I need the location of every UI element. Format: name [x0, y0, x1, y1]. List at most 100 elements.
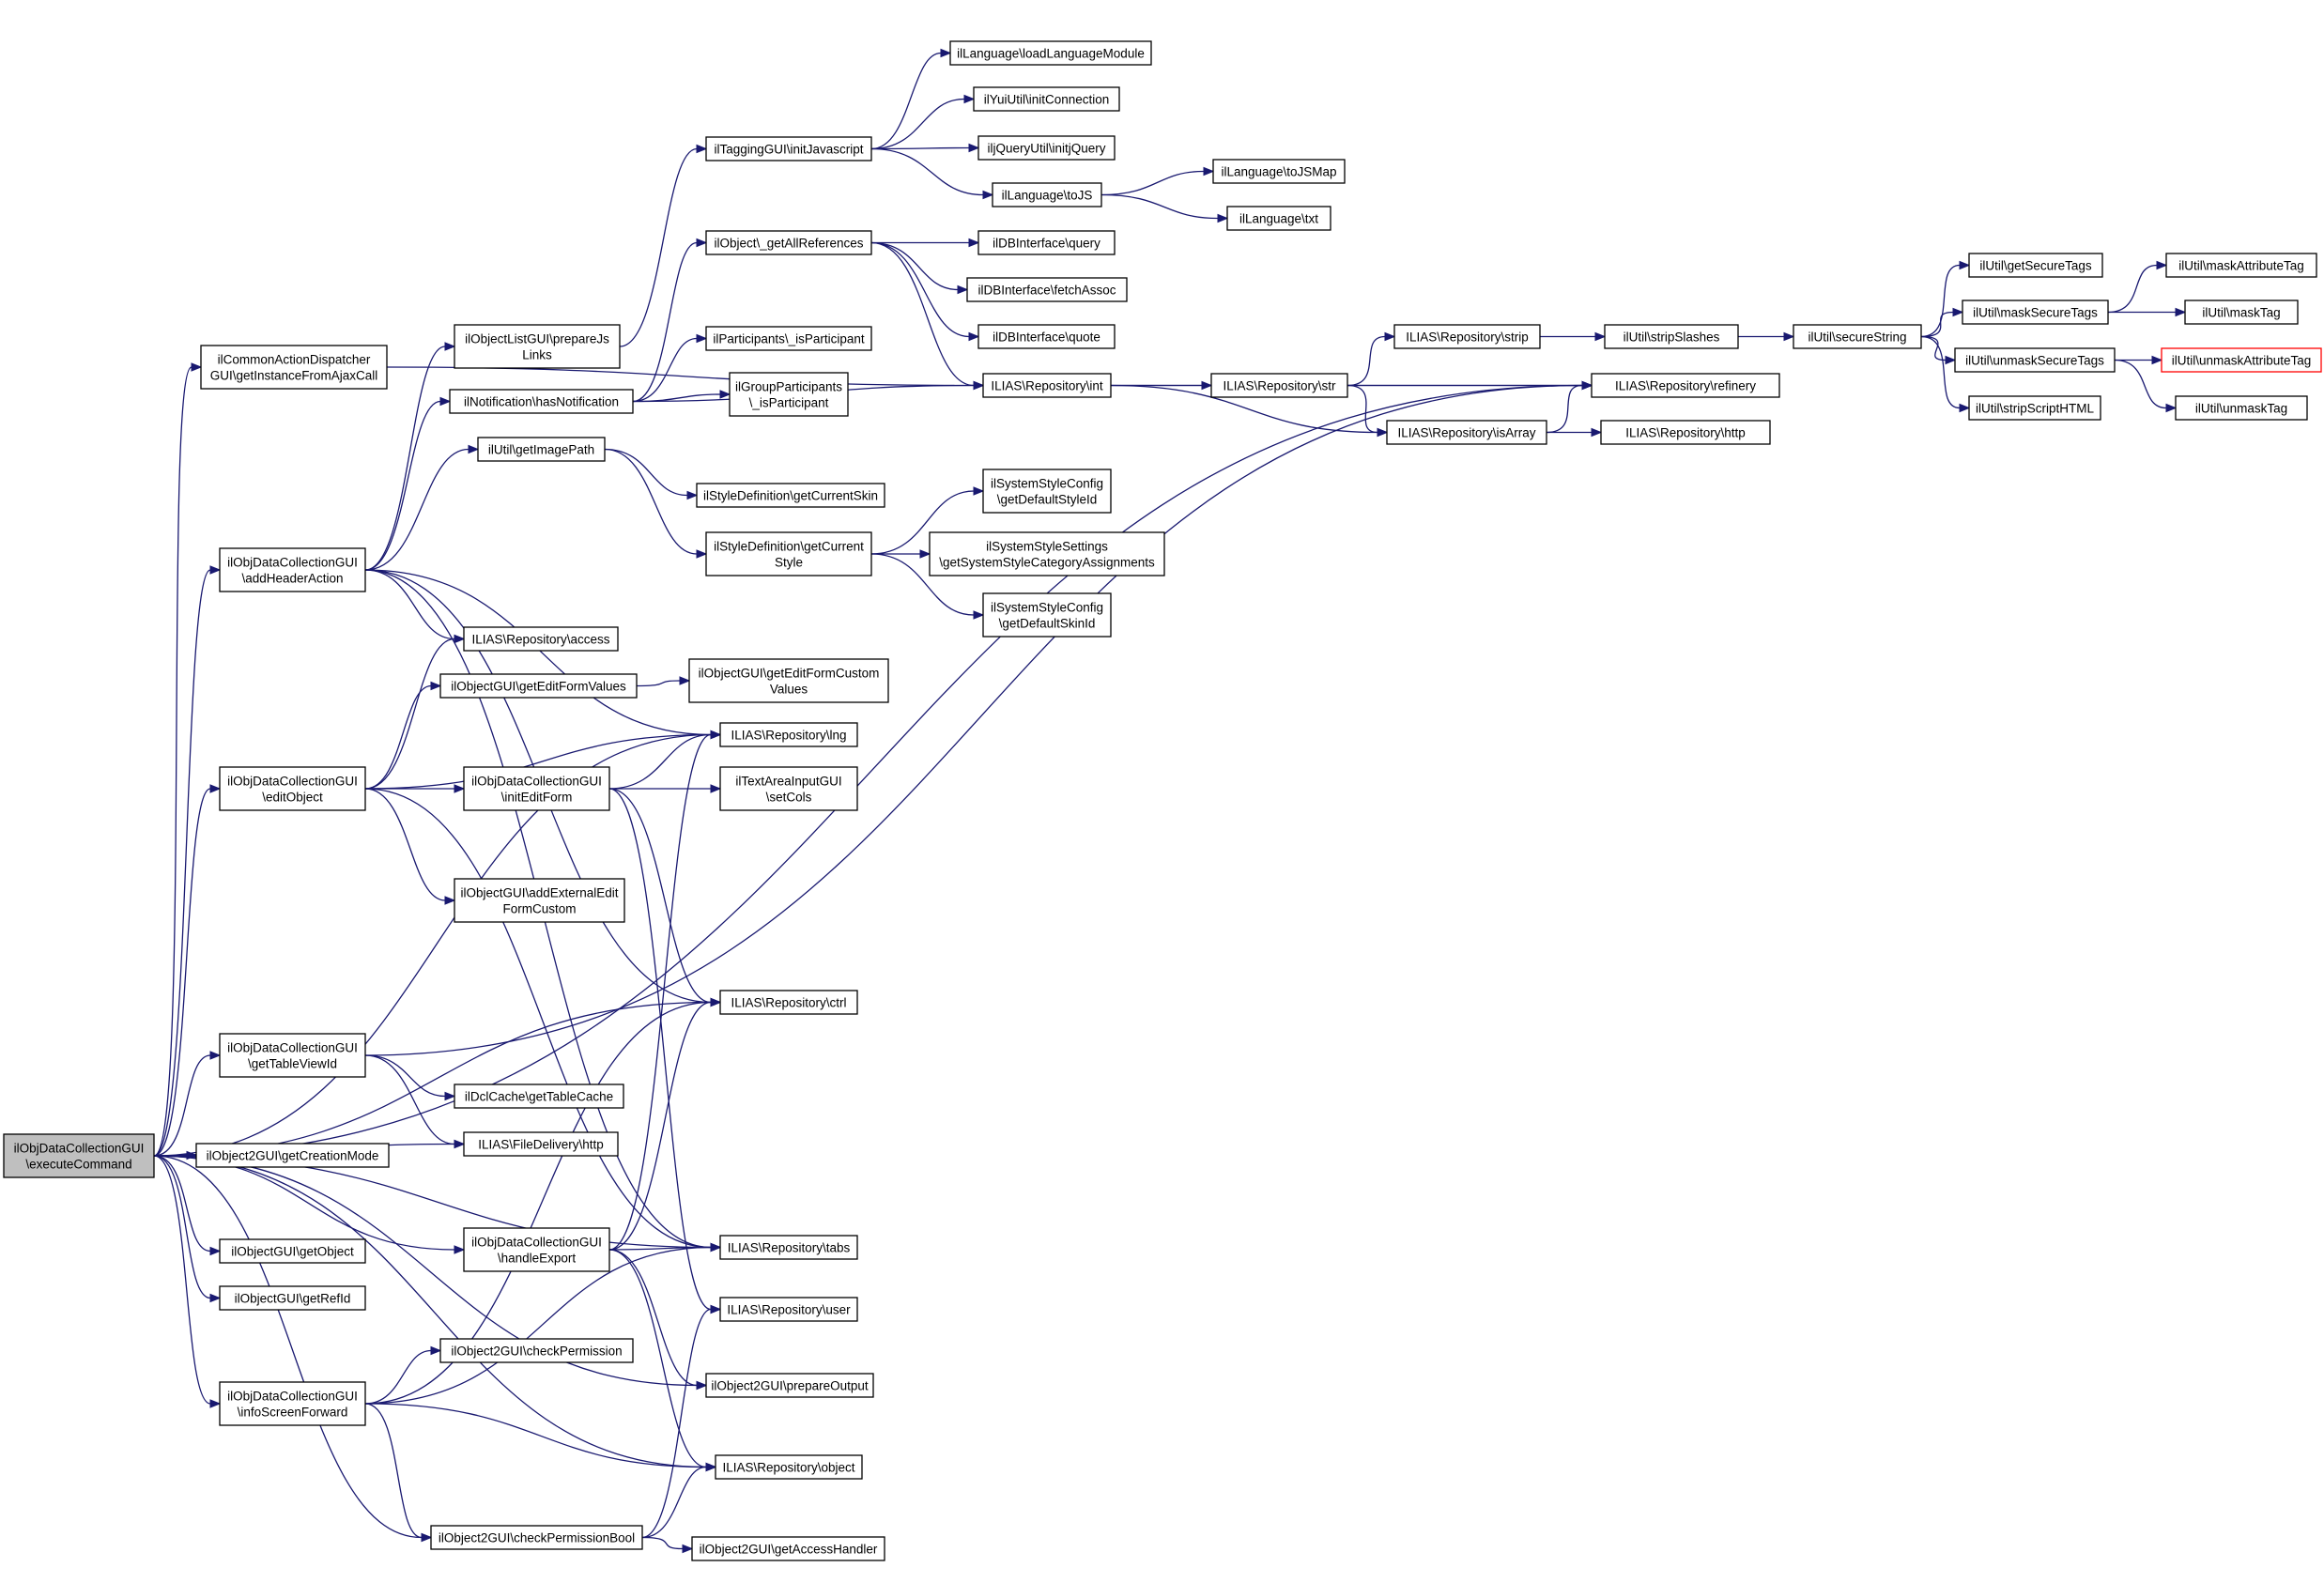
node-repo-int[interactable]: ILIAS\Repository\int — [982, 373, 1112, 398]
node-lng[interactable]: ILIAS\Repository\lng — [719, 722, 858, 747]
edge-arrowhead — [454, 784, 466, 793]
node-handle-export[interactable]: ilObjDataCollectionGUI\handleExport — [463, 1227, 610, 1272]
node-to-js[interactable]: ilLanguage\toJS — [992, 182, 1102, 207]
node-box — [463, 626, 619, 652]
node-is-array[interactable]: ILIAS\Repository\isArray — [1386, 420, 1547, 445]
node-object[interactable]: ILIAS\Repository\object — [715, 1454, 863, 1480]
node-prepare-output[interactable]: ilObject2GUI\prepareOutput — [705, 1373, 874, 1398]
edge-line — [153, 1155, 211, 1299]
node-db-fetch[interactable]: ilDBInterface\fetchAssoc — [966, 277, 1128, 302]
node-access[interactable]: ILIAS\Repository\access — [463, 626, 619, 652]
node-get-image-path[interactable]: ilUtil\getImagePath — [477, 437, 606, 462]
node-get-ref-id[interactable]: ilObjectGUI\getRefId — [219, 1285, 366, 1311]
node-box — [705, 326, 872, 351]
node-box — [1600, 420, 1771, 445]
node-get-secure-tags[interactable]: ilUtil\getSecureTags — [1968, 253, 2103, 278]
edge-root-to-add-header — [153, 565, 222, 1157]
node-ctrl[interactable]: ILIAS\Repository\ctrl — [719, 990, 858, 1015]
node-info-screen[interactable]: ilObjDataCollectionGUI\infoScreenForward — [219, 1381, 366, 1426]
node-box — [705, 531, 872, 576]
node-strip-script[interactable]: ilUtil\stripScriptHTML — [1968, 395, 2101, 421]
node-repo-strip[interactable]: ILIAS\Repository\strip — [1393, 324, 1541, 349]
edge-arrowhead — [439, 396, 452, 407]
node-db-query[interactable]: ilDBInterface\query — [977, 230, 1116, 255]
node-unmask-attr[interactable]: ilUtil\unmaskAttributeTag — [2161, 347, 2322, 373]
edge-arrowhead — [710, 730, 722, 740]
node-group-part[interactable]: ilGroupParticipants\_isParticipant — [729, 372, 849, 417]
node-label: GUI\getInstanceFromAjaxCall — [210, 369, 378, 383]
node-yui-init[interactable]: ilYuiUtil\initConnection — [973, 86, 1120, 112]
node-get-all-refs[interactable]: ilObject\_getAllReferences — [705, 230, 872, 255]
edge-arrowhead — [2156, 260, 2168, 270]
node-get-current-skin[interactable]: ilStyleDefinition\getCurrentSkin — [696, 483, 885, 508]
node-tabs[interactable]: ILIAS\Repository\tabs — [719, 1235, 858, 1260]
node-label: \handleExport — [498, 1252, 577, 1266]
node-init-edit-form[interactable]: ilObjDataCollectionGUI\initEditForm — [463, 766, 610, 811]
node-cad[interactable]: ilCommonActionDispatcherGUI\getInstanceF… — [200, 345, 388, 390]
node-root[interactable]: ilObjDataCollectionGUI\executeCommand — [3, 1133, 155, 1178]
node-strip-slashes[interactable]: ilUtil\stripSlashes — [1604, 324, 1739, 349]
node-sys-def-skin[interactable]: ilSystemStyleConfig\getDefaultSkinId — [982, 592, 1112, 638]
node-label: ilYuiUtil\initConnection — [984, 93, 1110, 107]
node-box — [1226, 206, 1331, 231]
node-add-header[interactable]: ilObjDataCollectionGUI\addHeaderAction — [219, 547, 366, 592]
node-label: ILIAS\Repository\user — [727, 1303, 851, 1317]
node-has-notification[interactable]: ilNotification\hasNotification — [449, 389, 634, 414]
node-label: ilObjDataCollectionGUI — [471, 775, 602, 789]
node-get-table-view-id[interactable]: ilObjDataCollectionGUI\getTableViewId — [219, 1033, 366, 1078]
node-box — [992, 182, 1102, 207]
edge-add-header-to-has-notification — [364, 396, 452, 571]
node-refinery[interactable]: ILIAS\Repository\refinery — [1591, 373, 1780, 398]
node-load-lang[interactable]: ilLanguage\loadLanguageModule — [949, 40, 1152, 66]
node-get-creation-mode[interactable]: ilObject2GUI\getCreationMode — [195, 1143, 390, 1168]
node-secure-string[interactable]: ilUtil\secureString — [1793, 324, 1922, 349]
node-box — [2175, 395, 2308, 421]
node-get-edit-form-values[interactable]: ilObjectGUI\getEditFormValues — [439, 673, 638, 699]
edge-arrowhead — [444, 342, 456, 351]
node-get-object[interactable]: ilObjectGUI\getObject — [219, 1238, 366, 1264]
node-tagging-init[interactable]: ilTaggingGUI\initJavascript — [705, 136, 872, 161]
node-edit-object[interactable]: ilObjDataCollectionGUI\editObject — [219, 766, 366, 811]
node-user[interactable]: ILIAS\Repository\user — [719, 1297, 858, 1322]
node-dcl-cache[interactable]: ilDclCache\getTableCache — [454, 1084, 624, 1109]
node-box — [982, 469, 1112, 514]
node-is-participant[interactable]: ilParticipants\_isParticipant — [705, 326, 872, 351]
node-sys-settings[interactable]: ilSystemStyleSettings\getSystemStyleCate… — [929, 531, 1165, 576]
node-label: \getDefaultSkinId — [999, 617, 1096, 631]
node-box — [439, 1338, 634, 1363]
edge-arrowhead — [696, 1380, 708, 1391]
node-mask-attr[interactable]: ilUtil\maskAttributeTag — [2165, 253, 2317, 278]
edge-info-screen-to-check-permission — [364, 1345, 442, 1405]
node-jquery[interactable]: iljQueryUtil\initjQuery — [977, 135, 1116, 161]
node-set-cols[interactable]: ilTextAreaInputGUI\setCols — [719, 766, 858, 811]
node-check-permission[interactable]: ilObject2GUI\checkPermission — [439, 1338, 634, 1363]
node-label: ILIAS\Repository\strip — [1406, 330, 1529, 345]
node-label: ilDBInterface\quote — [993, 330, 1100, 345]
node-mask-tag[interactable]: ilUtil\maskTag — [2184, 300, 2299, 325]
node-check-perm-bool[interactable]: ilObject2GUI\checkPermissionBool — [430, 1525, 643, 1550]
node-txt[interactable]: ilLanguage\txt — [1226, 206, 1331, 231]
edge-arrowhead — [454, 634, 466, 644]
edge-line — [364, 448, 469, 571]
edge-line — [153, 788, 211, 1157]
node-file-delivery[interactable]: ILIAS\FileDelivery\http — [463, 1131, 619, 1157]
node-sys-def-style[interactable]: ilSystemStyleConfig\getDefaultStyleId — [982, 469, 1112, 514]
edge-line — [870, 147, 984, 196]
edge-check-perm-bool-to-object — [641, 1462, 717, 1539]
edge-arrowhead — [2151, 355, 2163, 365]
node-repo-http[interactable]: ILIAS\Repository\http — [1600, 420, 1771, 445]
node-unmask-secure-tags[interactable]: ilUtil\unmaskSecureTags — [1954, 347, 2116, 373]
node-get-access-handler[interactable]: ilObject2GUI\getAccessHandler — [691, 1536, 885, 1561]
node-label: ilUtil\maskSecureTags — [1973, 306, 2098, 320]
node-db-quote[interactable]: ilDBInterface\quote — [977, 324, 1116, 349]
node-to-jsmap[interactable]: ilLanguage\toJSMap — [1212, 159, 1346, 184]
node-repo-str[interactable]: ILIAS\Repository\str — [1210, 373, 1348, 398]
node-mask-secure-tags[interactable]: ilUtil\maskSecureTags — [1962, 300, 2109, 325]
node-box — [705, 1373, 874, 1398]
node-box — [719, 722, 858, 747]
node-unmask-tag[interactable]: ilUtil\unmaskTag — [2175, 395, 2308, 421]
